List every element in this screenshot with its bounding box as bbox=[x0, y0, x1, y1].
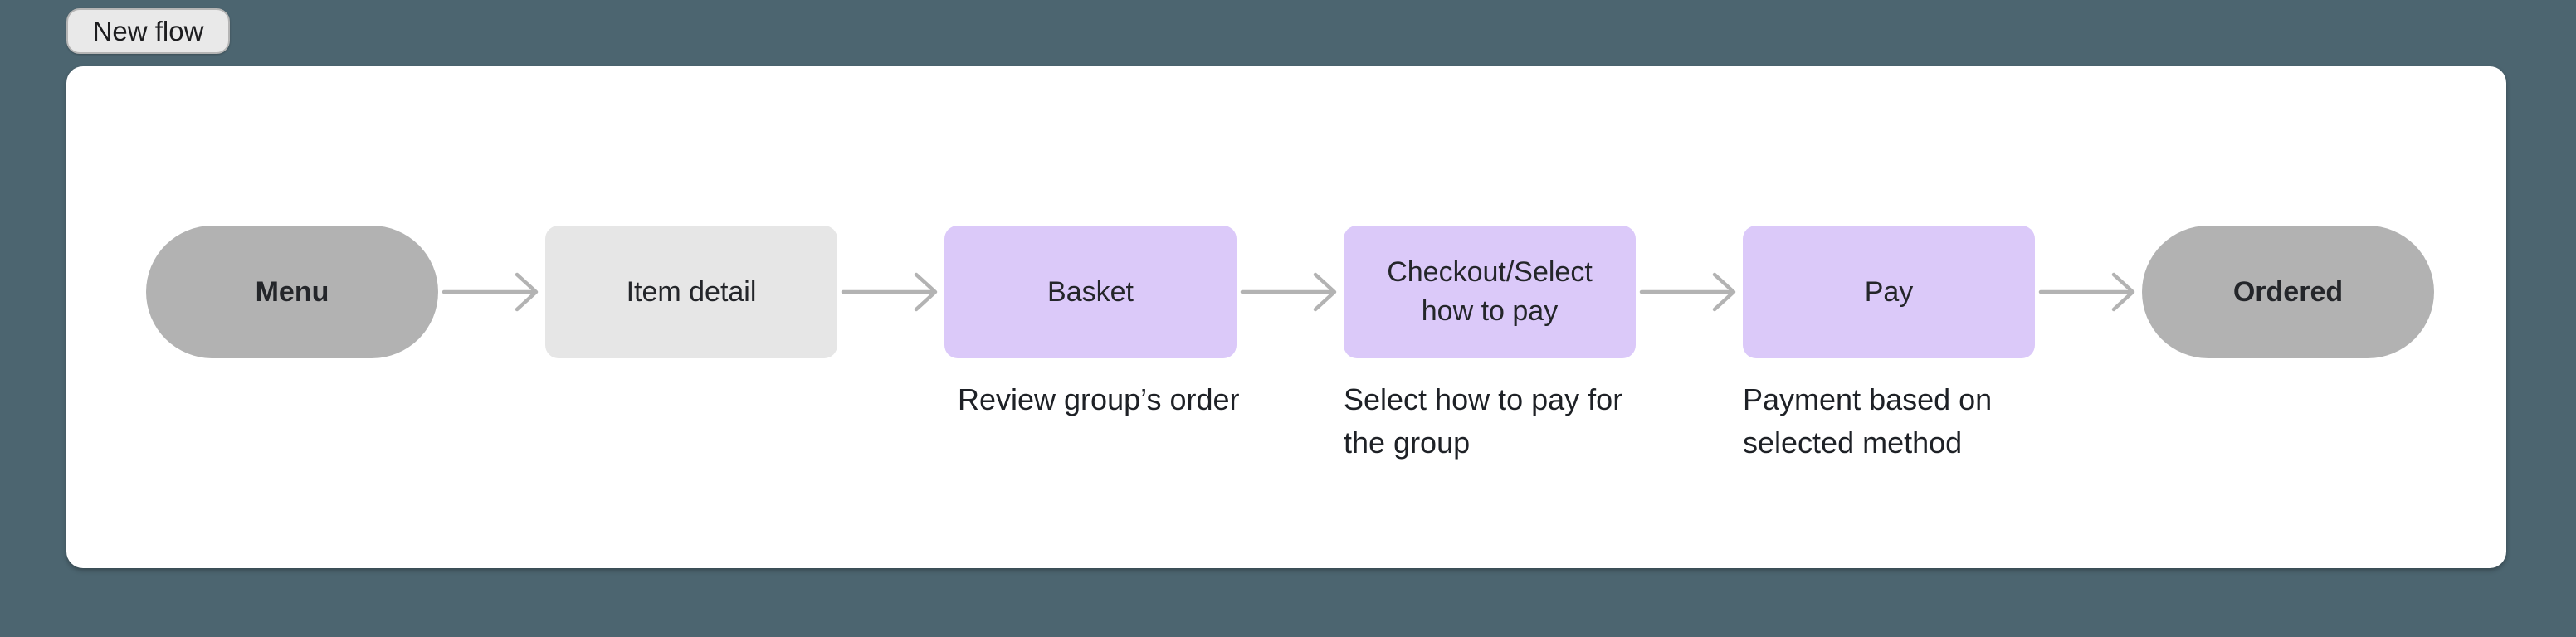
node-caption-pay: Payment based on selected method bbox=[1743, 382, 1993, 460]
flow-node-menu[interactable]: Menu bbox=[146, 226, 438, 358]
flow-node-pay[interactable]: Pay bbox=[1743, 226, 2035, 358]
arrow-icon bbox=[1240, 272, 1337, 312]
node-caption-basket: Review group’s order bbox=[958, 382, 1240, 416]
new-flow-button[interactable]: New flow bbox=[66, 8, 230, 54]
node-caption-checkout: Select how to pay for the group bbox=[1344, 382, 1623, 460]
arrow-icon bbox=[2038, 272, 2135, 312]
arrow-icon bbox=[841, 272, 938, 312]
arrow-icon bbox=[442, 272, 539, 312]
flow-node-checkout[interactable]: Checkout/Select how to pay bbox=[1344, 226, 1636, 358]
flow-node-item-detail[interactable]: Item detail bbox=[545, 226, 837, 358]
arrow-icon bbox=[1639, 272, 1736, 312]
flow-node-ordered[interactable]: Ordered bbox=[2142, 226, 2434, 358]
flow-node-basket[interactable]: Basket bbox=[944, 226, 1237, 358]
flow-canvas-card: Menu Item detail Basket Checkout/Select … bbox=[66, 66, 2506, 568]
